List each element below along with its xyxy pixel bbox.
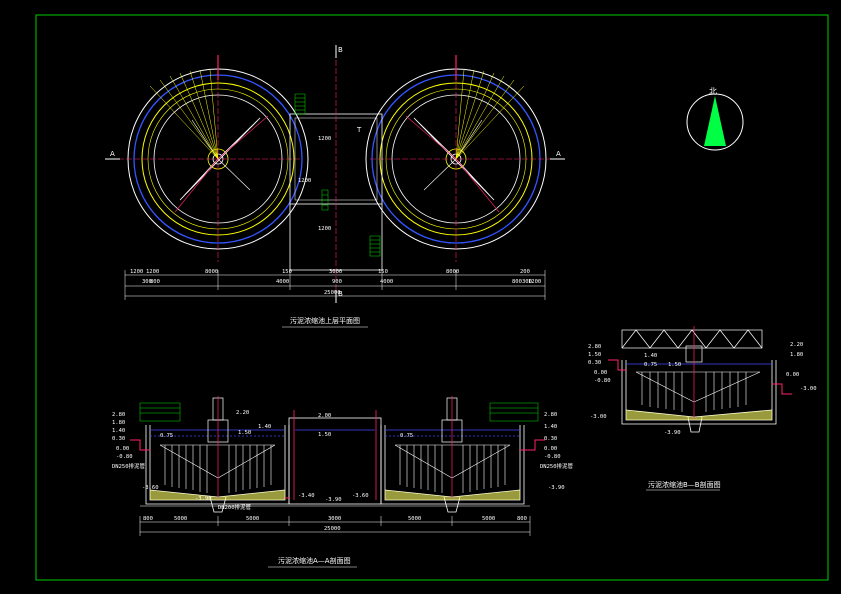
aa-elev-right-2: 0.30 bbox=[544, 436, 558, 442]
bb-elev-right-2: 0.00 bbox=[786, 372, 800, 378]
section-aa bbox=[130, 396, 545, 568]
aa-elev-right-1: 1.40 bbox=[544, 424, 558, 430]
aa-pipe-0: DN250排泥管 bbox=[112, 464, 146, 470]
aa-bottom-3: -3.60 bbox=[142, 485, 159, 491]
plan-dim-top-3: 3000 bbox=[329, 269, 343, 275]
stair-label-2: 1200 bbox=[318, 136, 332, 142]
right-tank-plan bbox=[365, 55, 565, 262]
bb-inner-1: 0.75 bbox=[644, 362, 658, 368]
aa-inner-4: 0.75 bbox=[400, 433, 414, 439]
bb-elev-left-3: 0.00 bbox=[594, 370, 608, 376]
aa-bottom-4: -3.90 bbox=[325, 497, 342, 503]
bb-elev-right-0: 2.20 bbox=[790, 342, 804, 348]
aa-elev-right-0: 2.80 bbox=[544, 412, 558, 418]
aa-dim-1: 5000 bbox=[174, 516, 188, 522]
plan-dimensions bbox=[124, 270, 546, 300]
plan-dim-bottom-2: 4000 bbox=[276, 279, 290, 285]
section-mark-lines bbox=[105, 45, 565, 303]
section-mark-a-left: A bbox=[110, 150, 115, 158]
aa-dim-6: 800 bbox=[517, 516, 527, 522]
bb-elev-left-2: 0.30 bbox=[588, 360, 602, 366]
plan-caption: 污泥浓缩池上层平面图 bbox=[290, 317, 360, 325]
plan-dim-top-0: 1200 bbox=[130, 269, 144, 275]
aa-elev-right-3: 0.00 bbox=[544, 446, 558, 452]
aa-elev-left-5: -0.80 bbox=[116, 454, 133, 460]
plan-dim-top-2: 150 bbox=[282, 269, 292, 275]
plan-dim-top-6: 200 bbox=[520, 269, 530, 275]
north-label: 北 bbox=[709, 87, 717, 96]
bb-elev-left-4: -0.80 bbox=[594, 378, 611, 384]
aa-inner-3: 0.75 bbox=[160, 433, 174, 439]
stair-label-1: 1200 bbox=[298, 178, 312, 184]
aa-elev-left-3: 0.30 bbox=[112, 436, 126, 442]
aa-dim-2: 5000 bbox=[246, 516, 260, 522]
bb-elev-left-0: 2.80 bbox=[588, 344, 602, 350]
bb-elev-right-3: -3.00 bbox=[800, 386, 817, 392]
bb-bottom-0: -3.00 bbox=[590, 414, 607, 420]
aa-center-1: 1.50 bbox=[318, 432, 332, 438]
aa-pipe-2: DN250排泥管 bbox=[540, 464, 574, 470]
aa-bottom-2: -3.60 bbox=[352, 493, 369, 499]
plan-dim-extra-2: 1200 bbox=[528, 279, 542, 285]
aa-pipe-1: DN200排泥管 bbox=[218, 505, 252, 511]
aa-elev-left-1: 1.80 bbox=[112, 420, 126, 426]
section-mark-b-bottom: B bbox=[338, 290, 343, 298]
aa-bottom-5: -3.90 bbox=[548, 485, 565, 491]
plan-dim-bottom-3: 4000 bbox=[380, 279, 394, 285]
middle-channel-plan bbox=[289, 60, 383, 290]
plan-dim-extra-0: 1200 bbox=[146, 269, 160, 275]
aa-dim-0: 800 bbox=[143, 516, 153, 522]
aa-center-0: 2.00 bbox=[318, 413, 332, 419]
section-aa-caption: 污泥浓缩池A—A剖面图 bbox=[278, 557, 351, 565]
aa-elev-left-0: 2.80 bbox=[112, 412, 126, 418]
aa-overall: 25000 bbox=[324, 526, 341, 532]
bb-elev-left-1: 1.50 bbox=[588, 352, 602, 358]
aa-bottom-1: -3.90 bbox=[195, 496, 212, 502]
plan-dim-extra-1: 900 bbox=[332, 279, 342, 285]
bb-elev-right-1: 1.80 bbox=[790, 352, 804, 358]
section-bb-caption: 污泥浓缩池B—B剖面图 bbox=[648, 481, 721, 489]
plan-dim-top-5: 8000 bbox=[446, 269, 460, 275]
plan-dim-bottom-0: 300 bbox=[142, 279, 152, 285]
bb-inner-0: 1.40 bbox=[644, 353, 658, 359]
aa-inner-2: 1.50 bbox=[238, 430, 252, 436]
section-mark-b-top: B bbox=[338, 46, 343, 54]
aa-inner-1: 1.40 bbox=[258, 424, 272, 430]
aa-elev-left-4: 0.00 bbox=[116, 446, 130, 452]
left-tank-plan bbox=[110, 55, 309, 262]
stair-label-3: 1200 bbox=[318, 226, 332, 232]
bb-inner-2: 1.50 bbox=[668, 362, 682, 368]
section-mark-a-right: A bbox=[556, 150, 561, 158]
tank-label: T bbox=[357, 126, 362, 134]
aa-elev-right-4: -0.80 bbox=[544, 454, 561, 460]
aa-elev-left-2: 1.40 bbox=[112, 428, 126, 434]
north-arrow bbox=[686, 93, 744, 151]
plan-dim-top-4: 150 bbox=[378, 269, 388, 275]
plan-view bbox=[105, 45, 565, 328]
plan-dim-top-1: 8000 bbox=[205, 269, 219, 275]
aa-dim-3: 3000 bbox=[328, 516, 342, 522]
bb-bottom-1: -3.90 bbox=[664, 430, 681, 436]
plan-overall-dim: 25000 bbox=[324, 290, 341, 296]
stairs-plan bbox=[294, 93, 381, 257]
aa-inner-0: 2.20 bbox=[236, 410, 250, 416]
aa-dim-5: 5000 bbox=[482, 516, 496, 522]
plan-dim-bottom-4: 800 bbox=[512, 279, 522, 285]
aa-bottom-0: -3.40 bbox=[298, 493, 315, 499]
aa-dim-4: 5000 bbox=[408, 516, 422, 522]
outer-frame bbox=[35, 14, 829, 581]
section-bb bbox=[608, 326, 792, 491]
plan-dim-bottom-1: 800 bbox=[150, 279, 160, 285]
plan-dim-bottom-5: 300 bbox=[522, 279, 532, 285]
